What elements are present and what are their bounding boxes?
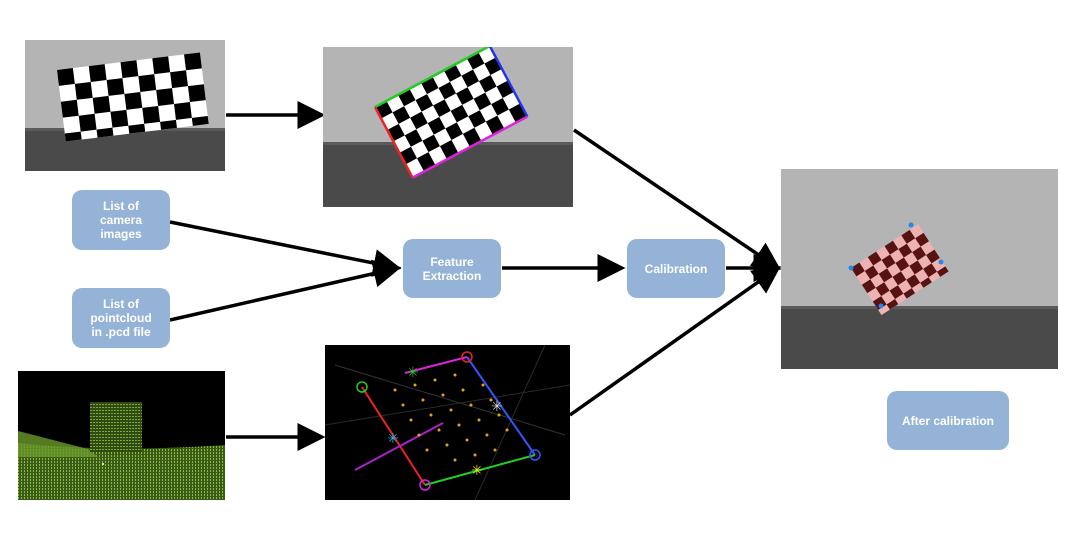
calibration-box: Calibration	[627, 239, 725, 298]
arrow-pc-list-to-feature	[169, 259, 402, 322]
detected-checkerboard-image	[323, 47, 573, 207]
rotated-checkerboard	[373, 47, 529, 179]
camera-images-list-box: List of camera images	[72, 190, 170, 250]
arrow-camera-list-to-feature	[169, 220, 402, 277]
svg-text:✳: ✳	[491, 399, 503, 415]
pointcloud-image	[18, 371, 225, 500]
arrow-detected-pc-to-result	[568, 265, 781, 417]
calibrated-result-image	[781, 169, 1058, 369]
pointcloud-list-box: List of pointcloud in .pcd file	[72, 288, 170, 348]
svg-text:✳: ✳	[407, 365, 419, 381]
pointcloud-features-image: ✳ ✳ ✳ ✳	[325, 345, 570, 500]
svg-text:✳: ✳	[387, 431, 399, 447]
checkerboard-pattern	[56, 52, 209, 142]
arrow-detected-camera-to-result	[573, 128, 781, 270]
svg-text:✳: ✳	[471, 463, 483, 479]
pointcloud-board	[90, 402, 142, 452]
feature-extraction-box: Feature Extraction	[403, 239, 501, 298]
projected-checkerboard	[851, 224, 949, 315]
after-calibration-box: After calibration	[887, 391, 1009, 450]
camera-image	[25, 40, 225, 171]
